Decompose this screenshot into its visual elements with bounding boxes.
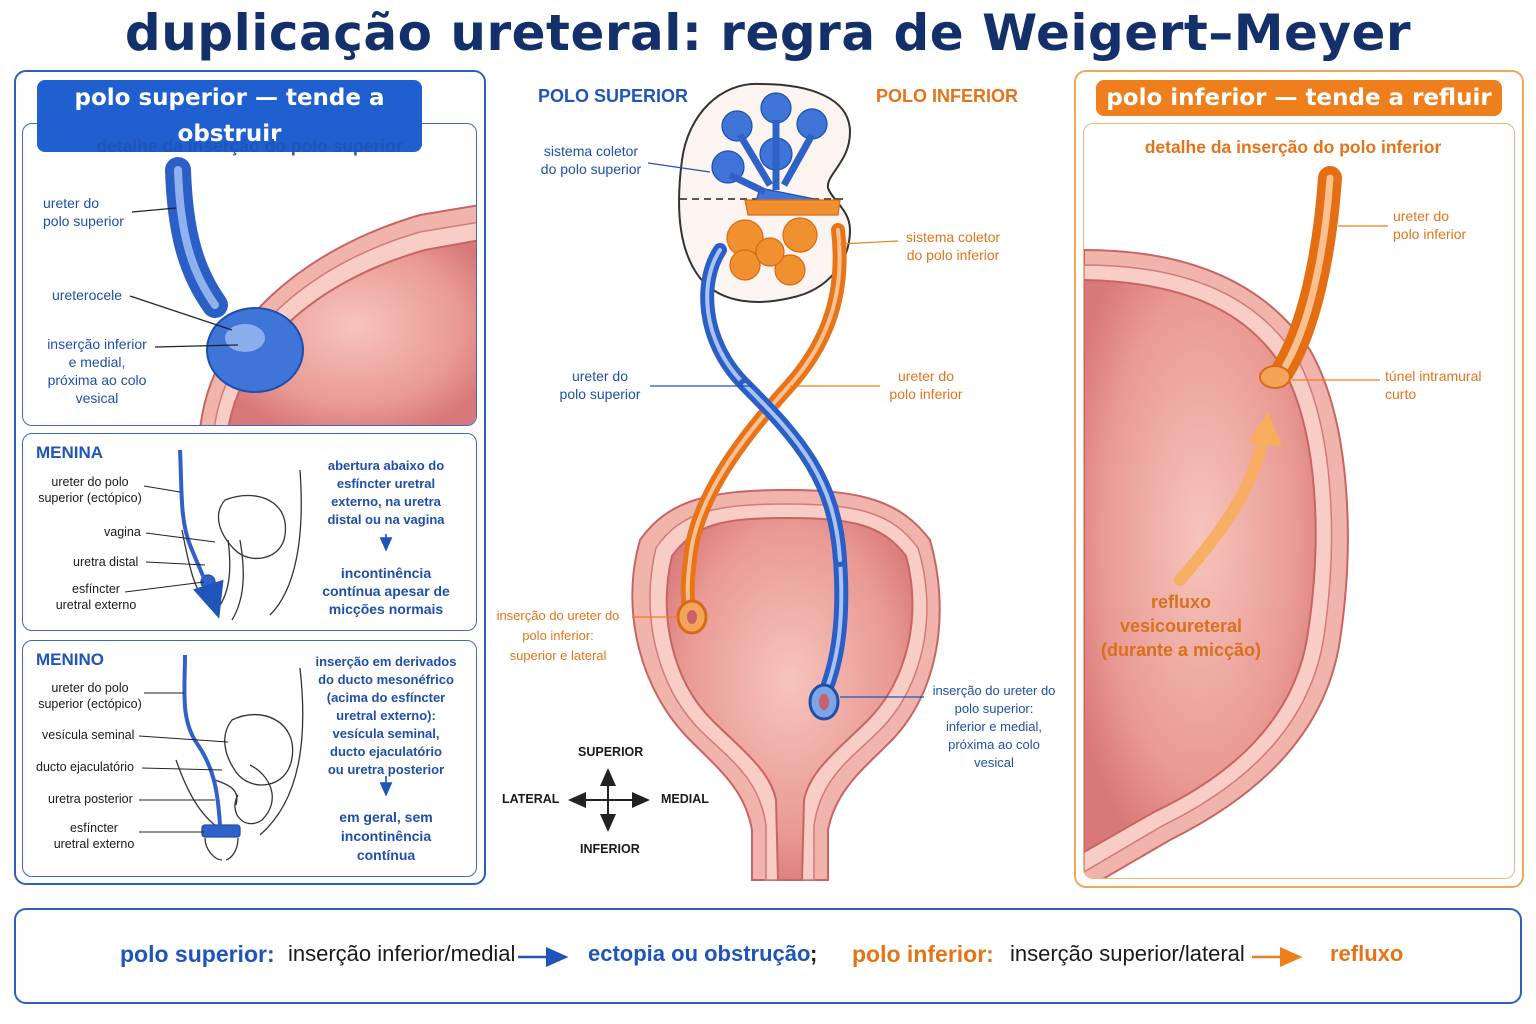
upper-detail-subtitle: detalhe da inserção do polo superior xyxy=(96,136,403,156)
left-panel xyxy=(14,70,486,885)
summary-lower-text: inserção superior/lateral xyxy=(1010,941,1245,966)
summary-upper-label: polo superior: xyxy=(120,941,275,967)
boy-leaders xyxy=(138,692,229,833)
boy-sphincter-label: esfíncter uretral externo xyxy=(53,821,135,851)
lower-collecting-system xyxy=(726,199,841,286)
page-title: duplicação ureteral: regra de Weigert–Me… xyxy=(124,4,1412,62)
boy-ureter-label: ureter do polo superior (ectópico) xyxy=(38,681,142,711)
upper-detail-leaders xyxy=(129,207,239,348)
girl-vagina-label: vagina xyxy=(104,525,141,539)
upper-detail-ureter-label: ureter do polo superior xyxy=(43,195,124,229)
girl-ectopic-ureter xyxy=(178,449,224,619)
girl-note: abertura abaixo do esfíncter uretral ext… xyxy=(327,458,445,527)
girl-urethra-label: uretra distal xyxy=(73,555,139,569)
girl-box xyxy=(22,433,477,631)
boy-result: em geral, sem incontinência contínua xyxy=(339,809,433,863)
upper-insertion-label-center: inserção do ureter do polo superior: inf… xyxy=(932,683,1056,770)
summary-upper-result: ectopia ou obstrução xyxy=(588,941,811,966)
orientation-compass xyxy=(568,768,650,832)
upper-collecting-label: sistema coletor do polo superior xyxy=(540,143,642,177)
right-panel xyxy=(1074,70,1524,888)
compass-right-label: MEDIAL xyxy=(661,792,709,806)
girl-leaders xyxy=(124,485,216,593)
lower-pole-pill: polo inferior — tende a refluir xyxy=(1096,80,1502,116)
summary-row: polo superior: inserção inferior/medial … xyxy=(0,908,1536,1004)
reflux-label: refluxo vesicoureteral (durante a micção… xyxy=(1100,592,1262,660)
boy-urethra-label: uretra posterior xyxy=(48,792,133,806)
boy-ectopic-ureter xyxy=(182,654,222,826)
ureterocele-label: ureterocele xyxy=(52,287,123,303)
center-orange-leaders xyxy=(632,240,899,618)
center-upper-pole-heading: POLO SUPERIOR xyxy=(538,86,689,106)
boy-box xyxy=(22,640,477,877)
girl-heading: MENINA xyxy=(36,443,104,462)
right-ureter-label: ureter do polo inferior xyxy=(1393,208,1467,242)
upper-detail-drawing xyxy=(165,157,476,425)
summary-panel xyxy=(14,908,1522,1004)
tunnel-label: túnel intramural curto xyxy=(1385,368,1482,402)
summary-lower-result: refluxo xyxy=(1330,941,1404,966)
summary-upper-text: inserção inferior/medial xyxy=(288,941,516,966)
boy-heading: MENINO xyxy=(36,650,104,669)
girl-sphincter-label: esfíncter uretral externo xyxy=(55,582,137,612)
upper-insertion-label: inserção inferior e medial, próxima ao c… xyxy=(47,336,147,406)
lower-collecting-label: sistema coletor do polo inferior xyxy=(905,229,1001,263)
boy-ejaculatory-label: ducto ejaculatório xyxy=(36,760,134,774)
girl-result: incontinência contínua apesar de micções… xyxy=(322,565,450,617)
boy-drawing xyxy=(175,667,304,861)
compass-down-label: INFERIOR xyxy=(580,842,640,856)
center-bladder xyxy=(631,488,941,881)
compass-left-label: LATERAL xyxy=(502,792,560,806)
summary-lower-label: polo inferior: xyxy=(852,941,994,967)
upper-pole-pill: polo superior — tende a obstruir xyxy=(37,80,422,152)
girl-drawing xyxy=(181,469,302,621)
right-leaders xyxy=(1292,225,1388,381)
center-blue-leaders xyxy=(647,162,924,698)
lower-ureter-label: ureter do polo inferior xyxy=(889,368,963,402)
upper-ureter-label: ureter do polo superior xyxy=(559,368,641,402)
lower-detail-subtitle: detalhe da inserção do polo inferior xyxy=(1144,137,1442,157)
boy-seminal-label: vesícula seminal xyxy=(42,728,135,742)
boy-note: inserção em derivados do ducto mesonéfri… xyxy=(315,654,457,777)
girl-ureter-label: ureter do polo superior (ectópico) xyxy=(38,475,142,505)
summary-separator: ; xyxy=(810,941,818,966)
lower-insertion-label: inserção do ureter do polo inferior: sup… xyxy=(496,608,620,663)
compass-up-label: SUPERIOR xyxy=(578,745,644,759)
lower-detail-drawing xyxy=(1084,166,1349,878)
center-lower-pole-heading: POLO INFERIOR xyxy=(876,86,1019,106)
